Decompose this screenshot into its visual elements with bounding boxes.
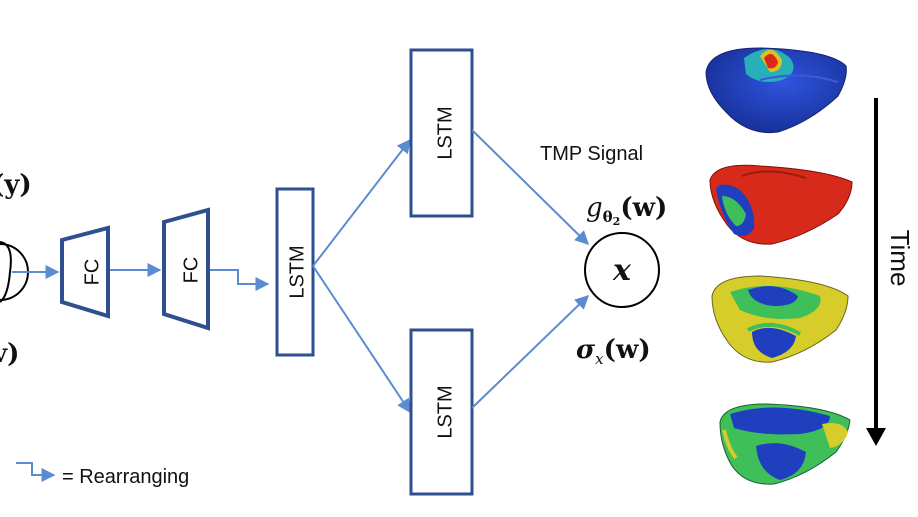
variance-function-label: σx(w)	[576, 335, 651, 368]
arrow-top-lstm-to-x	[471, 129, 589, 245]
heart-mesh-frame-2	[709, 164, 853, 245]
tmp-signal-label: TMP Signal	[540, 143, 643, 165]
arrow-lstm-to-top-lstm	[312, 138, 411, 267]
arrow-lstm-to-bottom-lstm	[312, 265, 411, 414]
input-node-arc	[0, 241, 12, 303]
fc-layer-1	[60, 225, 110, 319]
lstm-top-label: LSTM	[434, 106, 456, 159]
fc-layer-2-label: FC	[180, 257, 202, 284]
fc-layer-2	[162, 207, 210, 331]
lstm-bottom-box	[409, 328, 474, 496]
mean-function-label: gθ2(w)	[586, 193, 667, 228]
lstm-top-box	[409, 48, 474, 218]
heart-mesh-frame-1	[705, 47, 847, 134]
rearrange-arrow-fc2-to-lstm	[210, 269, 270, 291]
lstm-encoder-box	[275, 187, 315, 357]
lstm-bottom-label: LSTM	[434, 385, 456, 438]
fc-layer-1-label: FC	[81, 259, 103, 286]
heart-mesh-frame-4	[719, 403, 851, 485]
output-x-symbol: x	[612, 253, 632, 288]
arrow-bottom-lstm-to-x	[471, 295, 590, 409]
heart-mesh-frame-3	[711, 275, 849, 363]
step-arrow-icon	[16, 462, 56, 482]
left-bottom-fragment: v)	[0, 339, 19, 369]
legend-rearranging: = Rearranging	[62, 466, 189, 488]
lstm-encoder-label: LSTM	[286, 245, 308, 298]
output-x-node	[584, 232, 660, 308]
time-label: Time	[885, 230, 915, 287]
left-top-fragment: (y)	[0, 170, 32, 200]
down-arrow-icon	[866, 428, 886, 446]
